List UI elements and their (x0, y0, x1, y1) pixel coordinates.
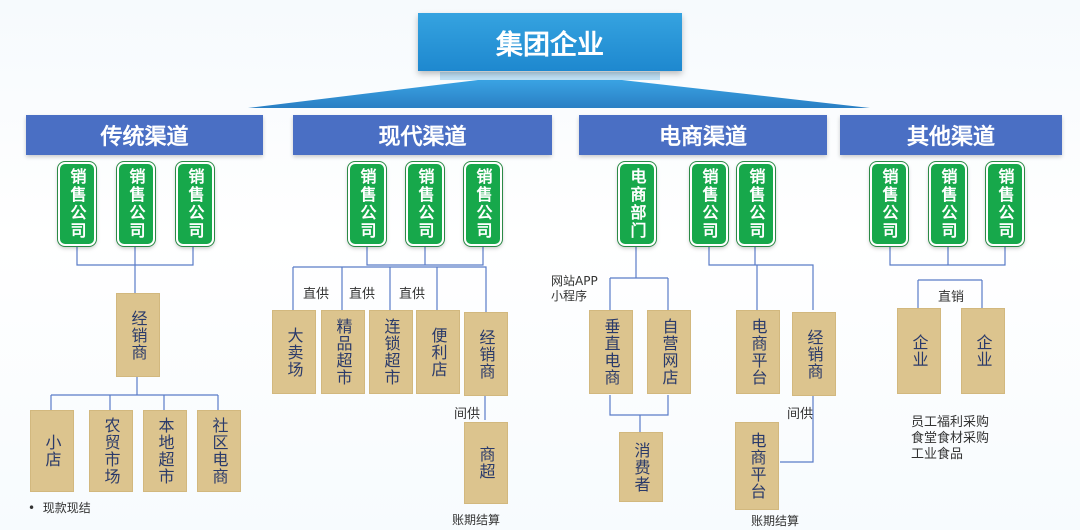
other-note-line: 食堂食材采购 (911, 431, 990, 446)
direct-supply-label: 直供 (303, 287, 330, 302)
root-title: 集团企业 (496, 29, 604, 61)
web-app-label: 网站APP 小程序 (551, 274, 598, 303)
sales-company: 销售公司 (464, 162, 502, 246)
outlet-box: 本地超市 (143, 410, 187, 492)
enterprise-label: 企业 (909, 334, 929, 368)
payment-note: • 现款现结 (28, 501, 91, 515)
outlet-label: 大卖场 (284, 326, 304, 378)
outlet-box: 社区电商 (197, 410, 241, 492)
distributor-box: 经销商 (116, 293, 160, 377)
distributor-label: 经销商 (128, 309, 148, 361)
payment-note: 账期结算 (452, 513, 501, 527)
enterprise-box: 企业 (961, 308, 1005, 394)
outlet-box: 连锁超市 (369, 310, 413, 394)
sales-company-label: 销售公司 (938, 168, 958, 240)
sales-company-label: 销售公司 (126, 168, 146, 240)
outlet-label: 社区电商 (209, 417, 229, 485)
outlet-label: 电商平台 (748, 318, 768, 386)
channel-modern: 现代渠道 (293, 115, 552, 155)
outlet-label: 自营网店 (659, 318, 679, 386)
consumer-label: 消费者 (631, 441, 651, 493)
sales-company: 销售公司 (58, 162, 96, 246)
platform-label: 电商平台 (747, 432, 767, 500)
supermarket-label: 商超 (476, 446, 496, 480)
indirect-supply-label: 间供 (787, 407, 814, 422)
sales-company-label: 销售公司 (473, 168, 493, 240)
sales-company: 销售公司 (176, 162, 214, 246)
payment-note-text: 现款现结 (42, 501, 91, 515)
sales-company-label: 销售公司 (699, 168, 719, 240)
outlet-box: 电商平台 (736, 310, 780, 394)
outlet-label: 垂直电商 (601, 318, 621, 386)
outlet-box: 自营网店 (647, 310, 691, 394)
outlet-label: 本地超市 (155, 417, 175, 485)
sales-company: 销售公司 (117, 162, 155, 246)
outlet-box: 小店 (30, 410, 74, 492)
outlet-label: 精品超市 (333, 318, 353, 386)
enterprise-box: 企业 (897, 308, 941, 394)
ecommerce-department-label: 电商部门 (627, 168, 647, 240)
sales-company: 销售公司 (406, 162, 444, 246)
sales-company-label: 销售公司 (746, 168, 766, 240)
channel-title: 电商渠道 (658, 125, 747, 150)
sales-company: 销售公司 (929, 162, 967, 246)
channel-traditional: 传统渠道 (26, 115, 263, 155)
sales-company-label: 销售公司 (185, 168, 205, 240)
supermarket-box: 商超 (464, 422, 508, 504)
ecommerce-department: 电商部门 (618, 162, 656, 246)
other-note-line: 员工福利采购 (911, 415, 990, 430)
sales-company-label: 销售公司 (879, 168, 899, 240)
sales-company-label: 销售公司 (67, 168, 87, 240)
sales-company: 销售公司 (737, 162, 775, 246)
direct-sales-label: 直销 (938, 290, 965, 305)
outlet-box: 大卖场 (272, 310, 316, 394)
distributor-box: 经销商 (464, 312, 508, 396)
indirect-supply-label: 间供 (454, 407, 481, 422)
direct-supply-label: 直供 (349, 287, 376, 302)
outlet-box: 农贸市场 (89, 410, 133, 492)
root-node: 集团企业 (418, 13, 682, 71)
root-connector-fan (248, 72, 870, 108)
direct-supply-label: 直供 (399, 287, 426, 302)
sales-company-label: 销售公司 (357, 168, 377, 240)
sales-company: 销售公司 (870, 162, 908, 246)
payment-note: 账期结算 (751, 514, 800, 528)
enterprise-label: 企业 (973, 334, 993, 368)
sales-company-label: 销售公司 (415, 168, 435, 240)
channel-other: 其他渠道 (840, 115, 1062, 155)
outlet-label: 小店 (42, 434, 62, 468)
distributor-label: 经销商 (476, 328, 496, 380)
channel-title: 传统渠道 (100, 125, 189, 150)
distributor-box: 经销商 (792, 312, 836, 396)
other-notes: 员工福利采购 食堂食材采购 工业食品 (911, 415, 989, 463)
channel-ecommerce: 电商渠道 (579, 115, 827, 155)
outlet-box: 垂直电商 (589, 310, 633, 394)
outlet-box: 精品超市 (321, 310, 365, 394)
outlet-label: 连锁超市 (381, 318, 401, 386)
sales-company: 销售公司 (690, 162, 728, 246)
platform-box: 电商平台 (735, 422, 779, 510)
channel-title: 其他渠道 (906, 125, 995, 150)
outlet-box: 便利店 (416, 310, 460, 394)
consumer-box: 消费者 (619, 432, 663, 502)
sales-company: 销售公司 (348, 162, 386, 246)
channel-title: 现代渠道 (378, 125, 467, 150)
other-note-line: 工业食品 (911, 447, 964, 462)
outlet-label: 便利店 (428, 326, 448, 378)
outlet-label: 农贸市场 (101, 417, 121, 485)
sales-company: 销售公司 (986, 162, 1024, 246)
sales-company-label: 销售公司 (995, 168, 1015, 240)
distributor-label: 经销商 (804, 328, 824, 380)
